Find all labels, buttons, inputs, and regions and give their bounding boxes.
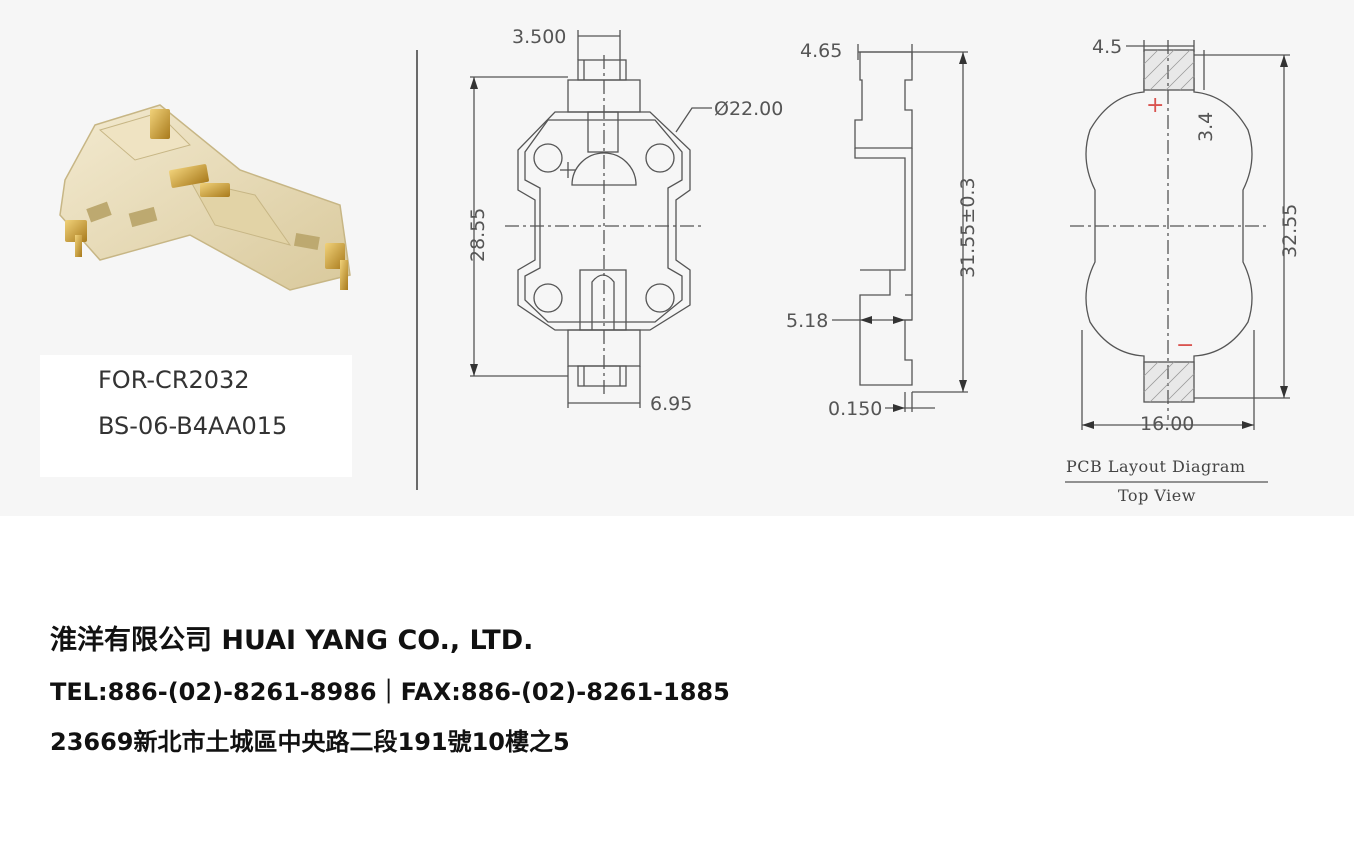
model-number: BS-06-B4AA015 [98, 412, 288, 440]
product-photo [40, 85, 370, 310]
dim-pad-height: 3.4 [1195, 112, 1217, 142]
pcb-diagram-title: PCB Layout Diagram [1066, 457, 1246, 476]
negative-marker: − [1176, 333, 1194, 358]
front-view [470, 30, 712, 408]
pcb-view [1065, 40, 1290, 483]
dim-diameter: Ø22.00 [714, 98, 783, 120]
company-address: 23669新北市土城區中央路二段191號10樓之5 [50, 728, 570, 756]
battery-holder-illustration [59, 104, 351, 291]
dim-pad-span: 32.55 [1279, 204, 1301, 258]
dim-overall-length: 28.55 [467, 208, 489, 262]
company-name: 淮洋有限公司 HUAI YANG CO., LTD. [50, 625, 534, 656]
dim-bottom-tab-width: 6.95 [650, 393, 692, 415]
dim-side-mid-width: 5.18 [786, 310, 828, 332]
pcb-diagram-subtitle: Top View [1118, 486, 1196, 505]
dim-pcb-width: 16.00 [1140, 413, 1194, 435]
pad-hatching [1143, 49, 1195, 403]
dim-side-thickness: 0.150 [828, 398, 882, 420]
dimension-arrows [470, 52, 1288, 429]
positive-marker: + [1146, 93, 1164, 118]
dim-side-height: 31.55±0.3 [957, 177, 979, 278]
dim-pad-width: 4.5 [1092, 36, 1122, 58]
section-divider [416, 50, 418, 490]
side-view [832, 44, 968, 412]
dim-side-top-width: 4.65 [800, 40, 842, 62]
technical-drawing: 3.500 Ø22.00 28.55 6.95 4.65 31.55±0.3 5… [467, 26, 1301, 505]
part-number-panel [40, 355, 352, 477]
battery-compatibility: FOR-CR2032 [98, 366, 250, 394]
dim-tab-width: 3.500 [512, 26, 566, 48]
company-contact: TEL:886-(02)-8261-8986｜FAX:886-(02)-8261… [50, 678, 730, 706]
